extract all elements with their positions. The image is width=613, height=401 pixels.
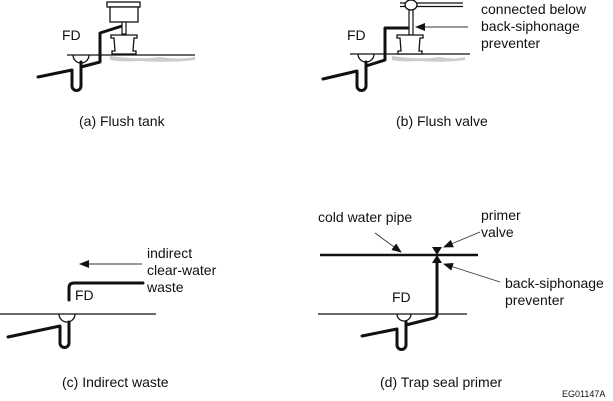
preventer-label: preventer	[505, 292, 564, 308]
caption-b: (b) Flush valve	[396, 113, 488, 129]
toilet-bowl	[396, 34, 424, 55]
line	[374, 232, 402, 253]
cold-water-pipe-label: cold water pipe	[318, 209, 412, 225]
line	[443, 262, 501, 283]
fd-label: FD	[347, 27, 366, 43]
toilet-bowl	[110, 34, 138, 55]
caption-c: (c) Indirect waste	[62, 374, 169, 390]
note-line: indirect	[147, 245, 192, 261]
panel-c-indirect-waste: FD indirect clear-water waste (c) Indire…	[0, 245, 217, 390]
shape	[121, 21, 127, 35]
fd-label: FD	[75, 287, 94, 303]
trap	[321, 60, 368, 92]
line	[443, 231, 481, 248]
note-line: waste	[146, 279, 184, 295]
indirect-pipe	[79, 24, 124, 69]
caption-a: (a) Flush tank	[79, 113, 166, 129]
caption-d: (d) Trap seal primer	[380, 374, 502, 390]
tank-lid	[106, 1, 141, 8]
fd-label: FD	[62, 27, 81, 43]
back-siphonage-preventer	[432, 255, 442, 263]
shape	[396, 313, 412, 322]
note-line: connected below	[481, 1, 587, 17]
preventer-label: back-siphonage	[505, 275, 604, 291]
note-line: preventer	[481, 35, 540, 51]
note-line: clear-water	[147, 262, 217, 278]
trap	[360, 320, 408, 351]
indirect-waste-pipe	[67, 281, 145, 302]
panel-b-flush-valve: FD connected below back-siphonage preven…	[321, 0, 587, 129]
valve-label: valve	[481, 224, 514, 240]
primer-pipe	[404, 256, 439, 327]
trap	[6, 320, 71, 349]
shape	[58, 313, 76, 323]
note-line: back-siphonage	[481, 18, 580, 34]
trap	[36, 60, 83, 92]
shape	[392, 56, 465, 62]
floor-shadow	[110, 56, 195, 62]
panel-d-trap-seal-primer: cold water pipe primer valve back-siphon…	[318, 207, 604, 390]
tank	[109, 6, 139, 23]
fd-label: FD	[392, 289, 411, 305]
valve-label: primer	[481, 207, 521, 223]
shape	[408, 9, 414, 36]
indirect-pipe	[364, 26, 410, 68]
primer-valve	[432, 247, 442, 255]
flush-valve	[404, 0, 418, 11]
panel-a-flush-tank: FD (a) Flush tank	[36, 1, 195, 129]
figure-code: EG01147A	[562, 389, 605, 399]
